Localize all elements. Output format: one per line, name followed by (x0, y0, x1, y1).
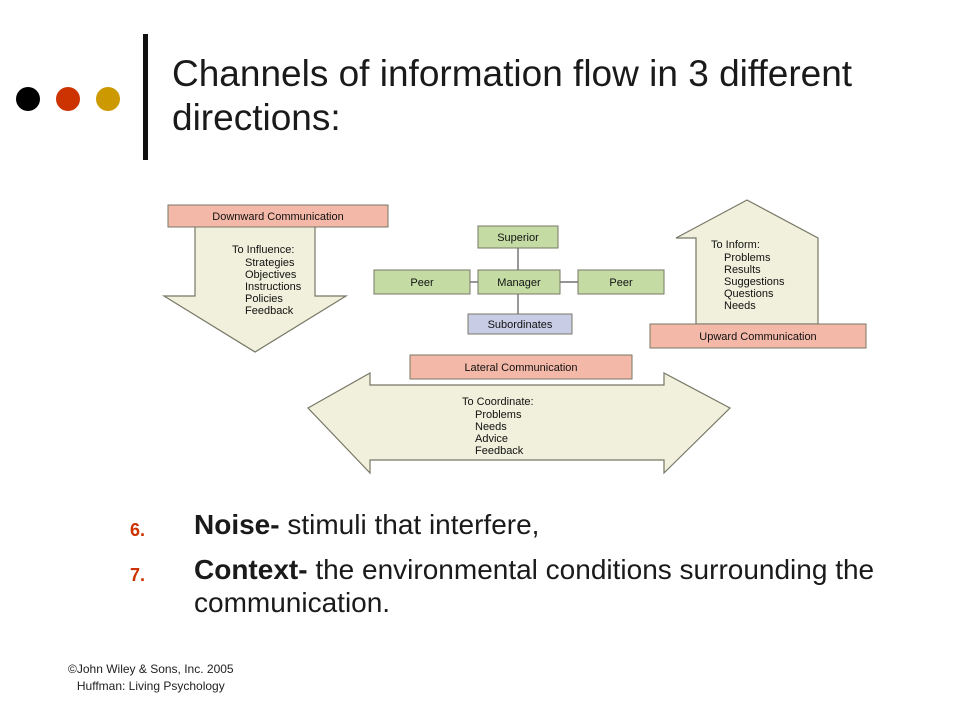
lateral-arrow (307, 371, 732, 475)
downward-heading: To Influence: (232, 244, 294, 256)
red-bullet-dot (56, 87, 80, 111)
numbered-list: 6. Noise- stimuli that interfere, 7. Con… (130, 508, 930, 631)
diagram-svg: Downward Communication To Influence: Str… (161, 199, 867, 475)
downward-item: Strategies (245, 257, 295, 269)
list-item-noise: 6. Noise- stimuli that interfere, (130, 508, 930, 541)
peer-right-node (577, 269, 665, 295)
list-number: 7. (130, 565, 146, 585)
lateral-heading: To Coordinate: (462, 396, 534, 408)
manager-label: Manager (497, 277, 541, 289)
upward-item: Results (724, 264, 761, 276)
peer-left-node (373, 269, 471, 295)
footer-line-2: Huffman: Living Psychology (76, 679, 225, 693)
downward-arrow (161, 223, 349, 353)
subordinates-node (467, 313, 573, 335)
downward-item: Instructions (245, 281, 302, 293)
peer-right-label: Peer (609, 277, 633, 289)
lateral-item: Needs (475, 421, 507, 433)
upward-item: Needs (724, 300, 756, 312)
list-text: stimuli that interfere, (279, 509, 540, 540)
list-term: Noise- (194, 509, 280, 540)
list-term: Context- (194, 554, 308, 585)
downward-label-box (167, 204, 389, 228)
manager-node (477, 269, 561, 295)
downward-label: Downward Communication (212, 211, 343, 223)
downward-item: Objectives (245, 269, 297, 281)
superior-label: Superior (497, 232, 539, 244)
downward-item: Policies (245, 293, 283, 305)
superior-node (477, 225, 559, 249)
subordinates-label: Subordinates (488, 319, 553, 331)
black-bullet-dot (16, 87, 40, 111)
upward-heading: To Inform: (711, 239, 760, 251)
gold-bullet-dot (96, 87, 120, 111)
lateral-item: Problems (475, 409, 522, 421)
list-text: the environmental conditions surrounding… (194, 554, 875, 618)
title-divider-bar (143, 34, 148, 160)
communication-flow-diagram: Downward Communication To Influence: Str… (160, 190, 880, 480)
slide-title: Channels of information flow in 3 differ… (172, 53, 853, 138)
lateral-label-box (409, 354, 633, 380)
upward-item: Questions (724, 288, 774, 300)
upward-label-box (649, 323, 867, 349)
upward-item: Suggestions (724, 276, 785, 288)
downward-item: Feedback (245, 305, 294, 317)
footer-line-1: ©John Wiley & Sons, Inc. 2005 (68, 662, 234, 676)
copyright-footer: ©John Wiley & Sons, Inc. 2005 Huffman: L… (68, 661, 234, 695)
upward-label: Upward Communication (699, 331, 816, 343)
lateral-label: Lateral Communication (464, 362, 577, 374)
peer-left-label: Peer (410, 277, 434, 289)
upward-item: Problems (724, 252, 771, 264)
lateral-item: Feedback (475, 445, 524, 457)
list-number: 6. (130, 520, 146, 540)
lateral-item: Advice (475, 433, 508, 445)
list-item-context: 7. Context- the environmental conditions… (130, 553, 930, 619)
